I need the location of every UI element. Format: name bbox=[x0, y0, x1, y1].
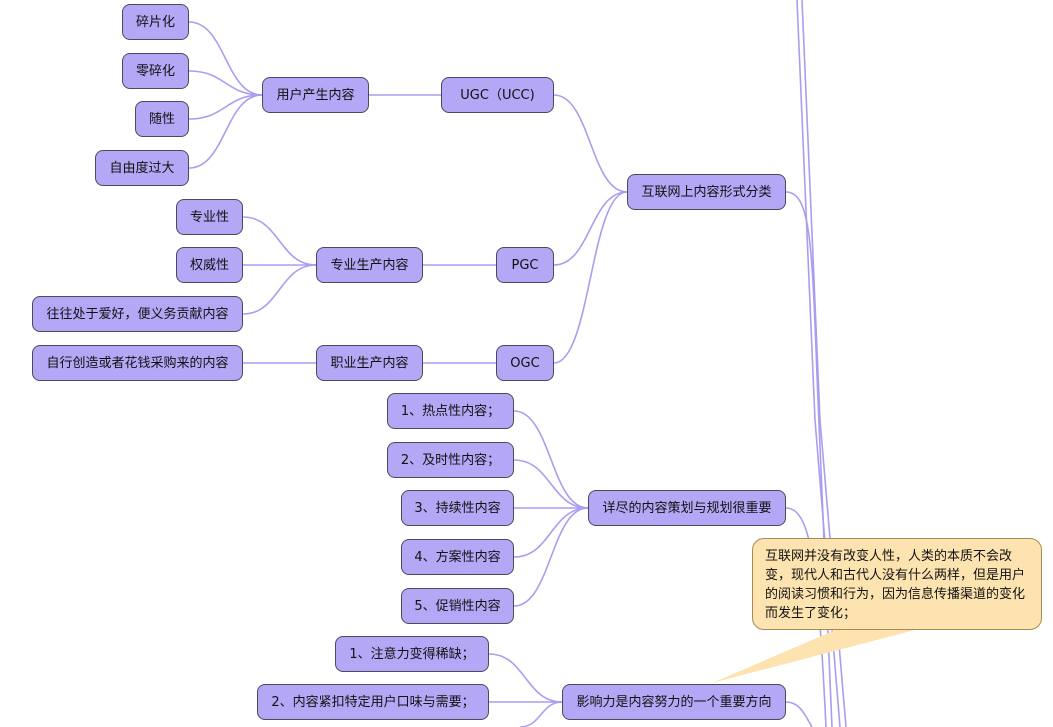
node-user-taste[interactable]: 2、内容紧扣特定用户口味与需要； bbox=[257, 684, 489, 720]
node-self-created[interactable]: 自行创造或者花钱采购来的内容 bbox=[32, 345, 243, 381]
node-fragmented[interactable]: 碎片化 bbox=[122, 4, 189, 40]
node-occupational-generated[interactable]: 职业生产内容 bbox=[316, 345, 423, 381]
node-hot-content[interactable]: 1、热点性内容； bbox=[387, 393, 514, 429]
node-content-classification[interactable]: 互联网上内容形式分类 bbox=[627, 174, 786, 210]
node-promotion-content[interactable]: 5、促销性内容 bbox=[401, 588, 514, 624]
node-ugc[interactable]: UGC（UCC) bbox=[441, 77, 554, 113]
node-user-generated[interactable]: 用户产生内容 bbox=[262, 77, 369, 113]
node-scattered[interactable]: 零碎化 bbox=[122, 53, 189, 89]
node-attention-scarce[interactable]: 1、注意力变得稀缺； bbox=[335, 636, 489, 672]
node-too-much-freedom[interactable]: 自由度过大 bbox=[95, 150, 189, 186]
node-content-planning[interactable]: 详尽的内容策划与规划很重要 bbox=[588, 490, 786, 526]
node-influence[interactable]: 影响力是内容努力的一个重要方向 bbox=[562, 684, 786, 720]
node-solution-content[interactable]: 4、方案性内容 bbox=[401, 539, 514, 575]
node-sustained-content[interactable]: 3、持续性内容 bbox=[401, 490, 514, 526]
node-ogc[interactable]: OGC bbox=[496, 345, 554, 381]
callout-note: 互联网并没有改变人性，人类的本质不会改变，现代人和古代人没有什么两样，但是用户的… bbox=[752, 538, 1042, 630]
node-pgc[interactable]: PGC bbox=[496, 247, 554, 283]
node-authority[interactable]: 权威性 bbox=[176, 247, 243, 283]
node-professional-generated[interactable]: 专业生产内容 bbox=[316, 247, 423, 283]
node-professionalism[interactable]: 专业性 bbox=[176, 199, 243, 235]
node-casual[interactable]: 随性 bbox=[135, 101, 189, 137]
node-hobby-contribution[interactable]: 往往处于爱好，便义务贡献内容 bbox=[32, 296, 243, 332]
node-timely-content[interactable]: 2、及时性内容； bbox=[387, 442, 514, 478]
